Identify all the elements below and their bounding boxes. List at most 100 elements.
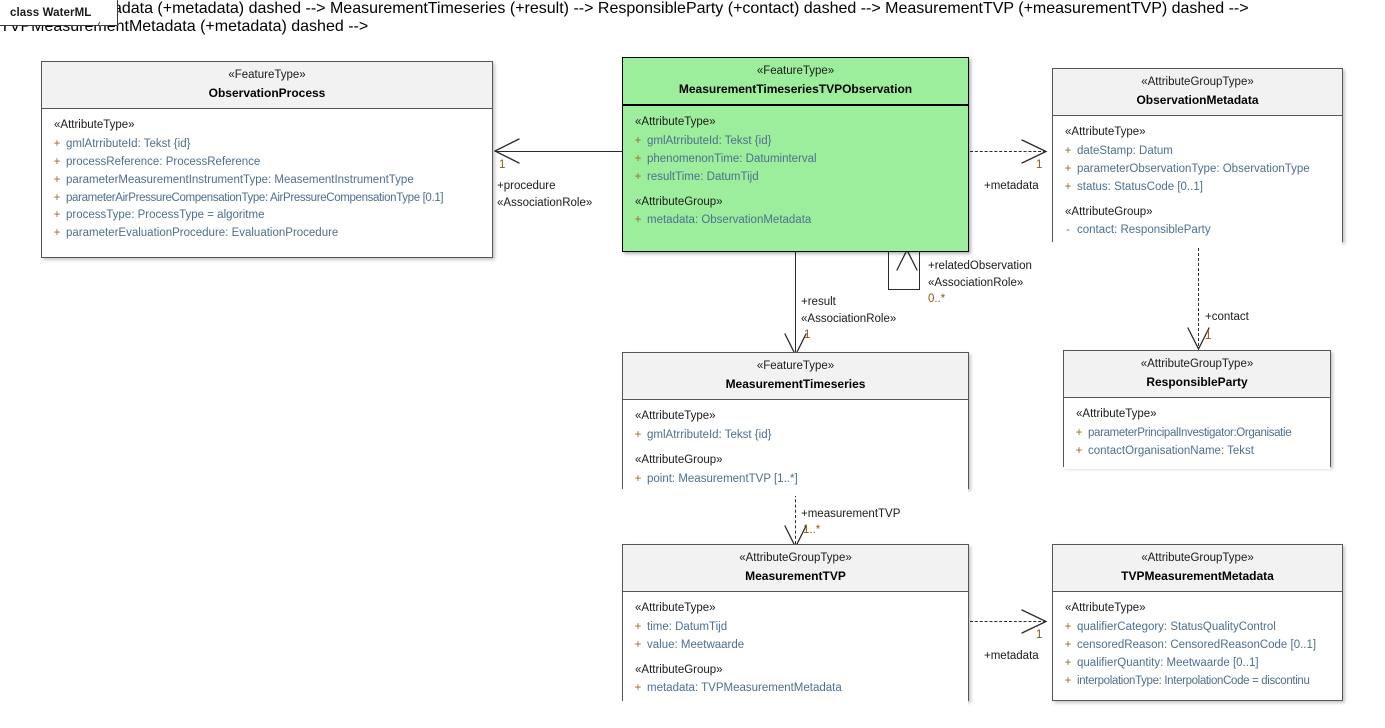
connector-result-line	[795, 252, 796, 352]
connector-procedure-multiplicity: 1	[499, 159, 506, 171]
attribute-row: + parameterAirPressureCompensationType: …	[42, 190, 492, 208]
attribute-text: metadata: TVPMeasurementMetadata	[647, 682, 842, 695]
class-body-tvp-measurement-metadata: «AttributeType» + qualifierCategory: Sta…	[1053, 592, 1342, 699]
attribute-row: + phenomenonTime: Datuminterval	[623, 151, 968, 169]
connector-contact-multiplicity: 1	[1205, 330, 1212, 342]
connector-metadata-tvp-multiplicity: 1	[1036, 629, 1043, 641]
attribute-group-label: «AttributeType»	[635, 410, 716, 423]
class-stereotype: «AttributeGroupType»	[1141, 552, 1254, 564]
connector-contact-line	[1198, 243, 1199, 346]
attribute-text: dateStamp: Datum	[1077, 145, 1173, 158]
attribute-text: qualifierCategory: StatusQualityControl	[1077, 621, 1276, 634]
attribute-group-label: «AttributeType»	[1076, 408, 1157, 421]
attribute-row: + censoredReason: CensoredReasonCode [0.…	[1053, 637, 1342, 655]
attribute-group-label: «AttributeGroup»	[635, 453, 723, 466]
class-stereotype: «FeatureType»	[756, 360, 835, 372]
attribute-visibility: +	[634, 638, 642, 651]
class-body-measurement-timeseries-tvp-observation: «AttributeType» + gmlAtrributeId: Tekst …	[623, 106, 968, 238]
attribute-row: + interpolationType: InterpolationCode =…	[1053, 673, 1342, 691]
connector-related-observation-bottom	[888, 289, 920, 290]
connector-procedure-stereotype: «AssociationRole»	[497, 197, 593, 209]
attribute-group-label: «AttributeGroup»	[635, 195, 723, 208]
attribute-row: + parameterObservationType: ObservationT…	[1053, 161, 1342, 179]
attribute-visibility: +	[1064, 638, 1072, 651]
attribute-row: + contactOrganisationName: Tekst	[1064, 443, 1330, 461]
class-stereotype: «FeatureType»	[228, 69, 306, 81]
class-name: MeasurementTimeseriesTVPObservation	[678, 81, 913, 96]
attribute-row: + qualifierQuantity: Meetwaarde [0..1]	[1053, 655, 1342, 673]
attribute-group-label: «AttributeType»	[1065, 602, 1146, 615]
class-box-responsible-party[interactable]: «AttributeGroupType» ResponsibleParty «A…	[1063, 350, 1331, 469]
connector-metadata-observation-role: +metadata	[984, 180, 1039, 192]
attribute-text: value: Meetwaarde	[647, 638, 745, 651]
class-body-measurement-timeseries: «AttributeType» + gmlAtrributeId: Tekst …	[623, 400, 968, 497]
attribute-visibility: +	[634, 214, 642, 227]
attribute-visibility: +	[1064, 180, 1072, 193]
class-header-observation-process: «FeatureType» ObservationProcess	[42, 62, 492, 110]
class-box-observation-metadata[interactable]: «AttributeGroupType» ObservationMetadata…	[1052, 68, 1343, 248]
class-stereotype: «AttributeGroupType»	[739, 552, 852, 564]
connector-procedure-line	[495, 151, 622, 152]
class-name: ObservationMetadata	[1136, 92, 1259, 107]
attribute-visibility: +	[1064, 621, 1072, 634]
attribute-group-label: «AttributeType»	[1065, 126, 1146, 139]
frame-tab-corner-icon	[98, 0, 117, 26]
connector-related-observation-stereotype: «AssociationRole»	[928, 277, 1024, 289]
attribute-row: + point: MeasurementTVP [1..*]	[623, 471, 968, 489]
attribute-visibility: +	[634, 472, 642, 485]
class-box-observation-process[interactable]: «FeatureType» ObservationProcess «Attrib…	[41, 61, 493, 258]
attribute-row: + parameterPrincipalInvestigator:Organis…	[1064, 425, 1330, 443]
class-box-measurement-timeseries-tvp-observation[interactable]: «FeatureType» MeasurementTimeseriesTVPOb…	[622, 57, 969, 252]
attribute-visibility: +	[1064, 656, 1072, 669]
diagram-frame-tab: class WaterML	[0, 0, 119, 26]
class-name: MeasurementTVP	[745, 568, 846, 583]
attribute-visibility: +	[53, 155, 61, 168]
attribute-visibility: +	[53, 173, 61, 186]
attribute-row: + gmlAtrributeId: Tekst {id}	[623, 427, 968, 445]
attribute-text: contact: ResponsibleParty	[1077, 224, 1211, 237]
attribute-row: + parameterMeasurementInstrumentType: Me…	[42, 172, 492, 190]
attribute-text: parameterMeasurementInstrumentType: Meas…	[66, 173, 414, 186]
attribute-text: censoredReason: CensoredReasonCode [0..1…	[1077, 638, 1317, 651]
attribute-group-label: «AttributeType»	[635, 602, 716, 615]
attribute-text: interpolationType: InterpolationCode = d…	[1077, 674, 1310, 687]
connector-metadata-tvp-line	[970, 621, 1046, 622]
class-header-measurement-timeseries-tvp-observation: «FeatureType» MeasurementTimeseriesTVPOb…	[623, 58, 968, 107]
attribute-row: + gmlAtrributeId: Tekst {id}	[42, 136, 492, 154]
connector-metadata-observation-multiplicity: 1	[1036, 159, 1043, 171]
class-box-tvp-measurement-metadata[interactable]: «AttributeGroupType» TVPMeasurementMetad…	[1052, 544, 1343, 701]
class-name: MeasurementTimeseries	[725, 376, 866, 391]
attribute-text: point: MeasurementTVP [1..*]	[647, 472, 798, 485]
attribute-row: + parameterEvaluationProcedure: Evaluati…	[42, 225, 492, 243]
attribute-text: qualifierQuantity: Meetwaarde [0..1]	[1077, 656, 1259, 669]
attribute-visibility: +	[634, 152, 642, 165]
attribute-visibility: +	[53, 191, 61, 204]
attribute-visibility: +	[53, 209, 61, 222]
attribute-visibility: +	[634, 682, 642, 695]
connector-related-observation-multiplicity: 0..*	[928, 293, 946, 305]
attribute-row: + value: Meetwaarde	[623, 637, 968, 655]
attribute-group-label: «AttributeType»	[54, 119, 135, 132]
class-header-observation-metadata: «AttributeGroupType» ObservationMetadata	[1053, 69, 1342, 117]
attribute-text: gmlAtrributeId: Tekst {id}	[647, 429, 772, 442]
attribute-text: processType: ProcessType = algoritme	[66, 209, 265, 222]
attribute-group-label: «AttributeGroup»	[635, 663, 723, 676]
attribute-row: + qualifierCategory: StatusQualityContro…	[1053, 619, 1342, 637]
class-box-measurement-tvp[interactable]: «AttributeGroupType» MeasurementTVP «Att…	[622, 544, 969, 707]
attribute-visibility: +	[634, 135, 642, 148]
attribute-text: parameterAirPressureCompensationType: Ai…	[66, 191, 444, 204]
connector-result-stereotype: «AssociationRole»	[801, 313, 897, 325]
class-box-measurement-timeseries[interactable]: «FeatureType» MeasurementTimeseries «Att…	[622, 352, 969, 497]
class-header-measurement-timeseries: «FeatureType» MeasurementTimeseries	[623, 353, 968, 401]
attribute-text: metadata: ObservationMetadata	[647, 214, 812, 227]
attribute-visibility: +	[634, 170, 642, 183]
attribute-group-label: «AttributeType»	[635, 116, 716, 129]
class-name: ObservationProcess	[208, 85, 326, 100]
attribute-text: status: StatusCode [0..1]	[1077, 180, 1203, 193]
attribute-visibility: +	[53, 138, 61, 151]
attribute-text: contactOrganisationName: Tekst	[1088, 444, 1254, 457]
connector-measurement-tvp-multiplicity: 1..*	[803, 524, 821, 536]
attribute-row: + dateStamp: Datum	[1053, 143, 1342, 161]
connector-measurement-tvp-role: +measurementTVP	[801, 508, 901, 520]
